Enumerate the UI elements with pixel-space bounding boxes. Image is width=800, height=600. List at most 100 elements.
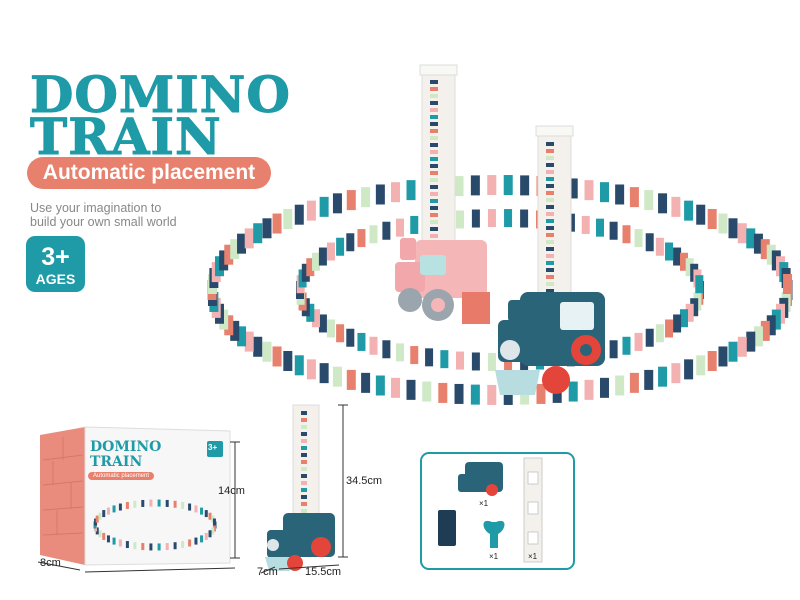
- box-depth-label: 8cm: [40, 557, 61, 569]
- stacked-domino: [546, 247, 554, 251]
- stacked-domino: [430, 199, 438, 203]
- domino-tile: [685, 258, 694, 277]
- box-title-line1: DOMINO: [90, 439, 162, 455]
- domino-tile: [312, 309, 321, 328]
- stacked-domino: [301, 425, 307, 429]
- domino-tile: [336, 324, 345, 343]
- stacked-domino: [546, 219, 554, 223]
- domino-tile: [658, 366, 668, 387]
- domino-tile: [369, 336, 378, 355]
- domino-tile: [746, 228, 756, 249]
- domino-tile: [406, 379, 416, 400]
- domino-tile: [332, 193, 342, 214]
- domino-tile: [318, 314, 327, 333]
- domino-tile: [306, 303, 315, 322]
- domino-tile: [665, 242, 674, 261]
- stacked-domino: [430, 185, 438, 189]
- domino-tile: [455, 351, 464, 370]
- pink-train-tower: [419, 64, 458, 251]
- domino-tile: [634, 332, 643, 351]
- stacked-domino: [430, 87, 438, 91]
- product-width-label: 15.5cm: [305, 566, 342, 578]
- domino-tile: [609, 340, 618, 359]
- domino-tile: [391, 182, 401, 203]
- domino-tile: [753, 233, 763, 254]
- stacked-domino: [430, 178, 438, 182]
- domino-tile: [766, 315, 776, 336]
- box-domino-tile: [149, 543, 153, 551]
- domino-tile: [253, 223, 263, 244]
- domino-tile: [707, 350, 717, 371]
- box-age: 3+: [208, 443, 218, 452]
- product-box: [40, 426, 231, 566]
- box-domino-tile: [95, 515, 99, 523]
- domino-tile: [301, 263, 310, 282]
- stacked-domino: [430, 171, 438, 175]
- domino-tile: [696, 204, 706, 225]
- box-domino-tile: [211, 515, 215, 523]
- box-domino-tile: [212, 524, 216, 532]
- stacked-domino: [301, 460, 307, 464]
- box-domino-tile: [98, 512, 102, 520]
- domino-tile: [471, 352, 480, 371]
- domino-tile: [622, 336, 631, 355]
- box-domino-tile: [141, 499, 145, 507]
- domino-tile: [655, 237, 664, 256]
- stacked-domino: [301, 411, 307, 415]
- stacked-domino: [430, 108, 438, 112]
- domino-tile: [673, 314, 682, 333]
- domino-tile: [396, 218, 404, 237]
- domino-tile: [622, 225, 631, 244]
- stacked-domino: [301, 453, 307, 457]
- domino-tile: [629, 372, 639, 393]
- domino-tile: [584, 379, 594, 400]
- domino-tile: [382, 221, 391, 240]
- box-domino-tile: [173, 542, 177, 550]
- domino-tile: [318, 247, 327, 266]
- stacked-domino: [546, 226, 554, 230]
- box-domino-tile: [165, 543, 169, 551]
- stacked-domino: [546, 163, 554, 167]
- stacked-domino: [430, 122, 438, 126]
- domino-tile: [487, 384, 497, 405]
- domino-tile: [771, 309, 781, 330]
- stacked-domino: [430, 101, 438, 105]
- domino-tile: [690, 298, 699, 317]
- domino-tile: [695, 275, 704, 294]
- domino-tile: [644, 369, 654, 390]
- domino-tile: [326, 242, 335, 261]
- domino-tile: [230, 320, 240, 341]
- stacked-domino: [430, 143, 438, 147]
- stacked-domino: [430, 234, 438, 238]
- domino-tile: [391, 377, 401, 398]
- domino-tile: [520, 209, 529, 228]
- box-domino-tile: [165, 499, 169, 507]
- stacked-domino: [546, 268, 554, 272]
- box-domino-tile: [200, 507, 204, 515]
- domino-tile: [346, 233, 355, 252]
- box-domino-tile: [181, 501, 185, 509]
- box-subtitle: Automatic placement: [88, 472, 155, 480]
- stacked-domino: [546, 156, 554, 160]
- domino-tile: [346, 369, 356, 390]
- box-domino-tile: [118, 539, 122, 547]
- stacked-domino: [430, 164, 438, 168]
- domino-tile: [658, 193, 668, 214]
- domino-tile: [253, 336, 263, 357]
- stacked-domino: [301, 432, 307, 436]
- product-height-label: 34.5cm: [346, 475, 383, 487]
- domino-tile: [262, 341, 272, 362]
- stacked-domino: [546, 205, 554, 209]
- domino-tile: [737, 336, 747, 357]
- domino-tile: [783, 274, 793, 295]
- domino-tile: [629, 187, 639, 208]
- box-domino-tile: [194, 505, 198, 513]
- domino-tile: [684, 200, 694, 221]
- stacked-domino: [301, 502, 307, 506]
- domino-tile: [224, 244, 234, 265]
- stacked-domino: [301, 488, 307, 492]
- stacked-domino: [301, 495, 307, 499]
- domino-tile: [375, 184, 385, 205]
- stacked-domino: [546, 233, 554, 237]
- box-domino-tile: [208, 512, 212, 520]
